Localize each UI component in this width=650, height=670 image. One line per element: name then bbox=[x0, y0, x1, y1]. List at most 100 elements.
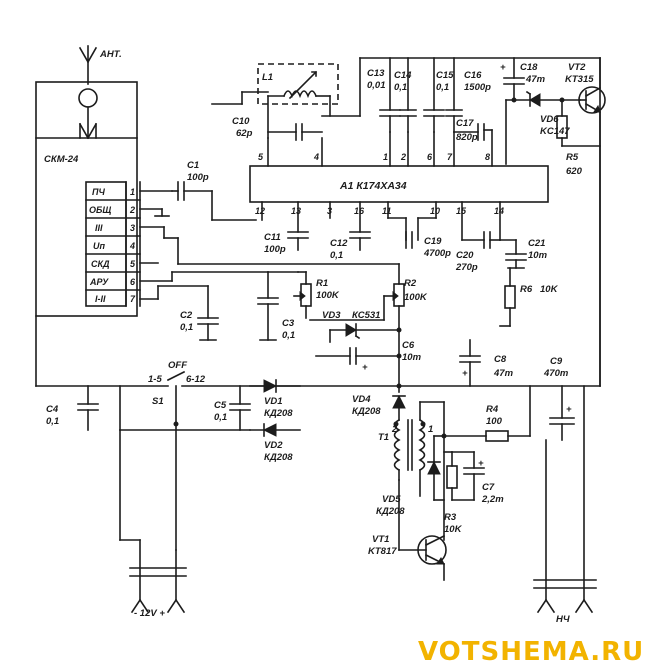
capacitor-c21 bbox=[499, 239, 527, 269]
power-connector bbox=[119, 429, 187, 614]
capacitor-c8 bbox=[459, 339, 481, 387]
capacitor-c4 bbox=[77, 385, 99, 431]
diode-vd5 bbox=[427, 435, 445, 501]
c3-name: C3 bbox=[282, 318, 295, 329]
module-pin-label-7: I-II bbox=[95, 294, 106, 304]
vd1-value: КД208 bbox=[264, 408, 293, 419]
r1-value: 100K bbox=[316, 290, 340, 301]
vd6-value: KC147 bbox=[540, 126, 570, 137]
vd2-value: КД208 bbox=[264, 452, 293, 463]
module-pin-num-4: 4 bbox=[129, 241, 135, 251]
vd1-name: VD1 bbox=[264, 396, 282, 407]
c3-value: 0,1 bbox=[282, 330, 295, 341]
diode-vd2 bbox=[249, 423, 301, 437]
module-pin-num-5: 5 bbox=[130, 259, 136, 269]
module-wires bbox=[139, 190, 400, 319]
inductor-l1 bbox=[211, 70, 331, 139]
lf-label: НЧ bbox=[556, 614, 570, 625]
c4-value: 0,1 bbox=[46, 416, 59, 427]
vt2-value: KT315 bbox=[565, 74, 594, 85]
capacitor-c11 bbox=[287, 231, 309, 251]
vd3-name: VD3 bbox=[322, 310, 341, 321]
capacitor-c18 bbox=[503, 57, 525, 101]
r6-value: 10K bbox=[540, 284, 559, 295]
ic-pin-12: 12 bbox=[255, 206, 265, 216]
c18-name: C18 bbox=[520, 62, 538, 73]
c4-name: C4 bbox=[46, 404, 59, 415]
ic-top-wires bbox=[267, 129, 493, 167]
module-pin-label-3: III bbox=[95, 223, 103, 233]
capacitor-c2 bbox=[197, 317, 219, 341]
c1-name: C1 bbox=[187, 160, 199, 171]
ic-a1-name: А1 К174ХА34 bbox=[339, 180, 407, 192]
l1-shield bbox=[257, 63, 339, 105]
ic-pin-10: 10 bbox=[430, 206, 440, 216]
c2-name: C2 bbox=[180, 310, 193, 321]
c16-name: C16 bbox=[464, 70, 482, 81]
l1-name: L1 bbox=[262, 72, 273, 83]
vd6-name: VD6 bbox=[540, 114, 559, 125]
c12-value: 0,1 bbox=[330, 250, 343, 261]
s1-name: S1 bbox=[152, 396, 164, 407]
ic-pin-4: 4 bbox=[313, 152, 319, 162]
vt1-name: VT1 bbox=[372, 534, 389, 545]
vd2-name: VD2 bbox=[264, 440, 283, 451]
r2-name: R2 bbox=[404, 278, 417, 289]
c21-value: 10m bbox=[528, 250, 548, 261]
ic-pin-2: 2 bbox=[400, 152, 406, 162]
module-outline bbox=[35, 81, 138, 317]
vt2-name: VT2 bbox=[568, 62, 586, 73]
module-pin-label-5: СКД bbox=[91, 259, 110, 269]
antenna bbox=[78, 45, 98, 140]
c7-plus: + bbox=[478, 458, 484, 469]
resistor-r1 bbox=[293, 271, 312, 319]
capacitor-c12 bbox=[349, 231, 371, 251]
c17-value: 820p bbox=[456, 132, 478, 143]
transistor-vt1 bbox=[398, 479, 447, 581]
module-pin-label-6: АРУ bbox=[89, 277, 109, 287]
c18-value: 47m bbox=[525, 74, 546, 85]
resistor-r2 bbox=[309, 263, 405, 385]
module-pin-num-6: 6 bbox=[130, 277, 136, 287]
c14-value: 0,1 bbox=[394, 82, 407, 93]
r1-name: R1 bbox=[316, 278, 328, 289]
diode-vd4 bbox=[392, 383, 406, 421]
module-pin-dividers bbox=[85, 181, 141, 307]
t1-name: T1 bbox=[378, 432, 389, 443]
module-pin-label-1: ПЧ bbox=[92, 187, 105, 197]
antenna-label: АНТ. bbox=[99, 49, 122, 60]
r4-value: 100 bbox=[486, 416, 503, 427]
vt1-value: KT817 bbox=[368, 546, 397, 557]
ic-pin-8: 8 bbox=[485, 152, 490, 162]
ic-a1-body bbox=[249, 165, 549, 203]
capacitor-c7 bbox=[451, 451, 485, 501]
c6-plus: + bbox=[362, 362, 368, 373]
r2-value: 100K bbox=[404, 292, 428, 303]
c16-value: 1500p bbox=[464, 82, 491, 93]
c8-name: C8 bbox=[494, 354, 507, 365]
c1-value: 100p bbox=[187, 172, 209, 183]
module-pin-num-2: 2 bbox=[129, 205, 135, 215]
resistor-r4 bbox=[441, 385, 531, 442]
ic-pin-13: 13 bbox=[291, 206, 301, 216]
c5-value: 0,1 bbox=[214, 412, 227, 423]
c19-value: 4700p bbox=[423, 248, 451, 259]
s1-right-label: 6-12 bbox=[186, 374, 206, 385]
transistor-vt2 bbox=[578, 57, 606, 387]
capacitor-c6 bbox=[315, 347, 402, 365]
c18-plus: + bbox=[500, 62, 506, 73]
ic-pin-6: 6 bbox=[427, 152, 433, 162]
c9-name: C9 bbox=[550, 356, 563, 367]
c10-name: C10 bbox=[232, 116, 250, 127]
transformer-t1 bbox=[393, 401, 445, 541]
ic-pin-11: 11 bbox=[382, 206, 391, 216]
main-bus bbox=[35, 57, 601, 387]
capacitor-c5 bbox=[229, 385, 251, 431]
c7-value: 2,2m bbox=[481, 494, 504, 505]
zener-vd6 bbox=[505, 90, 581, 165]
c21-name: C21 bbox=[528, 238, 545, 249]
vd4-value: КД208 bbox=[352, 406, 381, 417]
c7-name: C7 bbox=[482, 482, 495, 493]
c9-plus: + bbox=[566, 404, 572, 415]
